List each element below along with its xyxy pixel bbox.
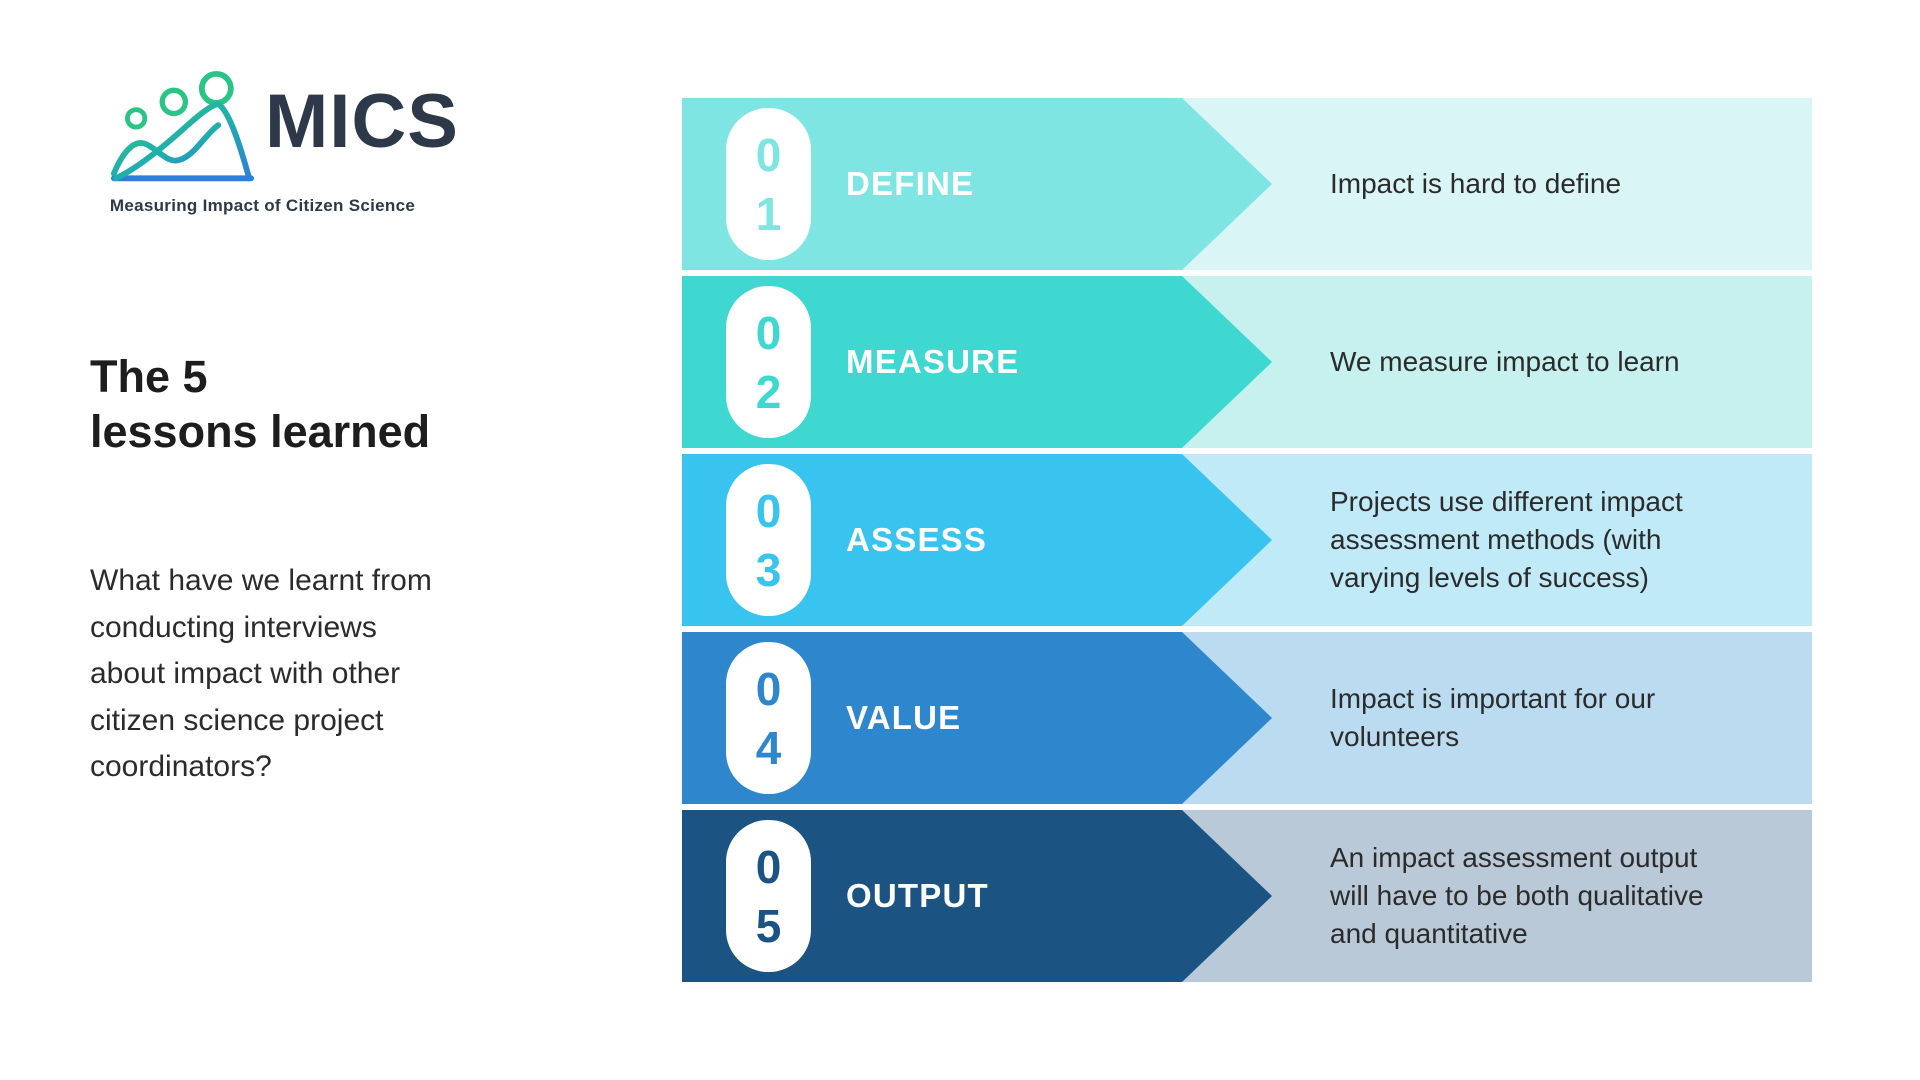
lesson-description: Impact is important for our volunteers [1330, 682, 1656, 752]
lesson-row: 0 3 ASSESS Projects use different impact… [682, 454, 1812, 626]
lesson-number-badge: 0 2 [726, 286, 811, 438]
lesson-number-top: 0 [755, 128, 782, 181]
mics-wordmark: MICS [265, 79, 459, 164]
lesson-label: DEFINE [846, 165, 975, 202]
lesson-description: We measure impact to learn [1330, 345, 1680, 377]
lesson-number-bottom: 2 [755, 365, 782, 418]
lessons-list: 0 1 DEFINE Impact is hard to define 0 2 … [682, 98, 1812, 988]
lesson-number-top: 0 [755, 306, 782, 359]
lesson-number-badge: 0 5 [726, 820, 811, 972]
lesson-row: 0 5 OUTPUT An impact assessment output w… [682, 810, 1812, 982]
lesson-number-badge: 0 4 [726, 642, 811, 794]
lesson-label: ASSESS [846, 521, 988, 558]
lesson-description: Impact is hard to define [1330, 167, 1622, 199]
lesson-number-bottom: 1 [755, 187, 782, 240]
lesson-number-top: 0 [755, 840, 782, 893]
page-title: The 5 lessons learned [90, 351, 431, 458]
lesson-number-bottom: 3 [755, 543, 782, 596]
lesson-number-top: 0 [755, 662, 782, 715]
lesson-description: An impact assessment output will have to… [1330, 841, 1704, 950]
lesson-number-badge: 0 1 [726, 108, 811, 260]
logo-row: MICS [90, 70, 490, 198]
lesson-label: OUTPUT [846, 877, 989, 914]
lesson-row: 0 4 VALUE Impact is important for our vo… [682, 632, 1812, 804]
lesson-row: 0 1 DEFINE Impact is hard to define [682, 98, 1812, 270]
mics-logo-mark-icon [110, 71, 255, 182]
lesson-number-bottom: 4 [755, 721, 782, 774]
lesson-number-bottom: 5 [755, 899, 782, 952]
lesson-row: 0 2 MEASURE We measure impact to learn [682, 276, 1812, 448]
logo-tagline: Measuring Impact of Citizen Science [109, 196, 416, 215]
lesson-number-top: 0 [755, 484, 782, 537]
lesson-label: MEASURE [846, 343, 1020, 380]
mics-logo: MICS Measuring Impact of Citizen Science [90, 70, 490, 215]
lesson-number-badge: 0 3 [726, 464, 811, 616]
lesson-description: Projects use different impact assessment… [1330, 485, 1683, 594]
intro-paragraph: What have we learnt from conducting inte… [90, 564, 432, 783]
lesson-label: VALUE [846, 699, 962, 736]
